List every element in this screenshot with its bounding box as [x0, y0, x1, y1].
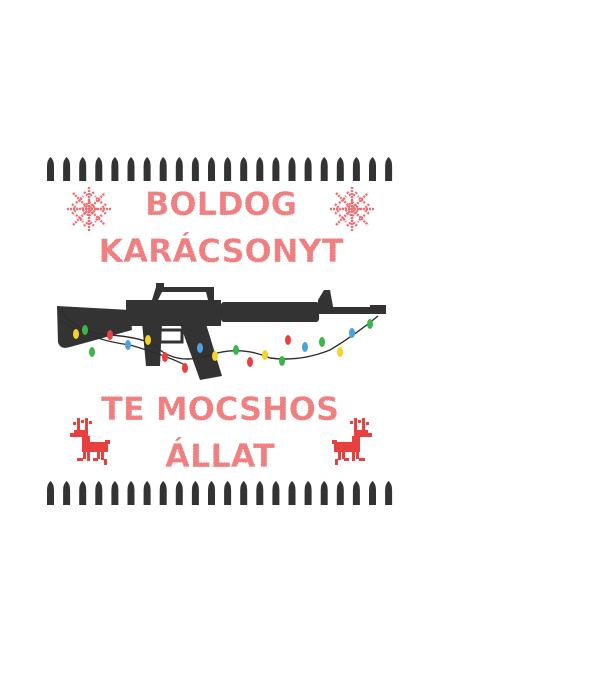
light-bulb-icon [107, 330, 113, 340]
light-bulb-icon [349, 328, 355, 338]
greeting-line-2: KARÁCSONYT [98, 232, 343, 270]
bottom-bullet-border-icon [47, 481, 393, 505]
light-bulb-icon [182, 363, 188, 373]
light-bulb-icon [247, 357, 253, 367]
bullet-icon [304, 481, 312, 505]
bullet-icon [272, 481, 280, 505]
bullet-icon [240, 481, 248, 505]
bullet-icon [288, 481, 296, 505]
light-bulb-icon [279, 356, 285, 366]
bullet-icon [79, 157, 87, 181]
light-bulb-icon [162, 352, 168, 362]
bullet-icon [111, 481, 119, 505]
bullet-icon [63, 157, 71, 181]
christmas-lights-icon [59, 309, 379, 373]
top-bullet-border-icon [47, 157, 393, 181]
greeting-line-4: ÁLLAT [165, 437, 275, 475]
bullet-icon [240, 157, 248, 181]
light-bulb-icon [125, 340, 131, 350]
greeting-line-3: TE MOCSHOS [101, 390, 339, 428]
light-bulb-icon [197, 343, 203, 353]
light-bulb-icon [73, 329, 79, 339]
bullet-icon [159, 481, 167, 505]
bullet-icon [143, 481, 151, 505]
light-bulb-icon [212, 351, 218, 361]
bullet-icon [272, 157, 280, 181]
bullet-icon [256, 481, 264, 505]
bullet-icon [63, 481, 71, 505]
bullet-icon [369, 157, 376, 181]
snowflake-icon [328, 185, 376, 233]
bullet-icon [336, 157, 344, 181]
bullet-icon [304, 157, 312, 181]
light-bulb-icon [89, 347, 95, 357]
greeting-line-1: BOLDOG [145, 185, 297, 223]
bullet-icon [224, 157, 232, 181]
bullet-icon [143, 157, 151, 181]
bullet-icon [159, 157, 167, 181]
bullet-icon [385, 481, 393, 505]
light-bulb-icon [337, 347, 343, 357]
light-bulb-icon [319, 337, 325, 347]
bullet-icon [95, 481, 103, 505]
bullet-icon [47, 157, 54, 181]
bullet-icon [288, 157, 296, 181]
bullet-icon [191, 157, 199, 181]
bullet-icon [336, 481, 344, 505]
bullet-icon [320, 481, 328, 505]
bullet-icon [127, 157, 135, 181]
bullet-icon [385, 157, 393, 181]
bullet-icon [191, 481, 199, 505]
bullet-icon [369, 481, 376, 505]
bullet-icon [320, 157, 328, 181]
light-bulb-icon [262, 350, 268, 360]
light-bulb-icon [233, 345, 239, 355]
light-bulb-icon [285, 335, 291, 345]
bullet-icon [208, 157, 215, 181]
snowflake-icon [65, 185, 113, 233]
bullet-icon [352, 157, 360, 181]
rifle-icon [57, 283, 386, 380]
bullet-icon [352, 481, 360, 505]
bullet-icon [208, 481, 215, 505]
light-bulb-icon [302, 342, 308, 352]
bullet-icon [175, 481, 183, 505]
bullet-icon [47, 481, 54, 505]
light-bulb-icon [82, 325, 88, 335]
light-bulb-icon [367, 319, 373, 329]
bullet-icon [224, 481, 232, 505]
bullet-icon [79, 481, 87, 505]
bullet-icon [127, 481, 135, 505]
bullet-icon [256, 157, 264, 181]
bullet-icon [95, 157, 103, 181]
bullet-icon [111, 157, 119, 181]
light-bulb-icon [145, 335, 151, 345]
bullet-icon [175, 157, 183, 181]
